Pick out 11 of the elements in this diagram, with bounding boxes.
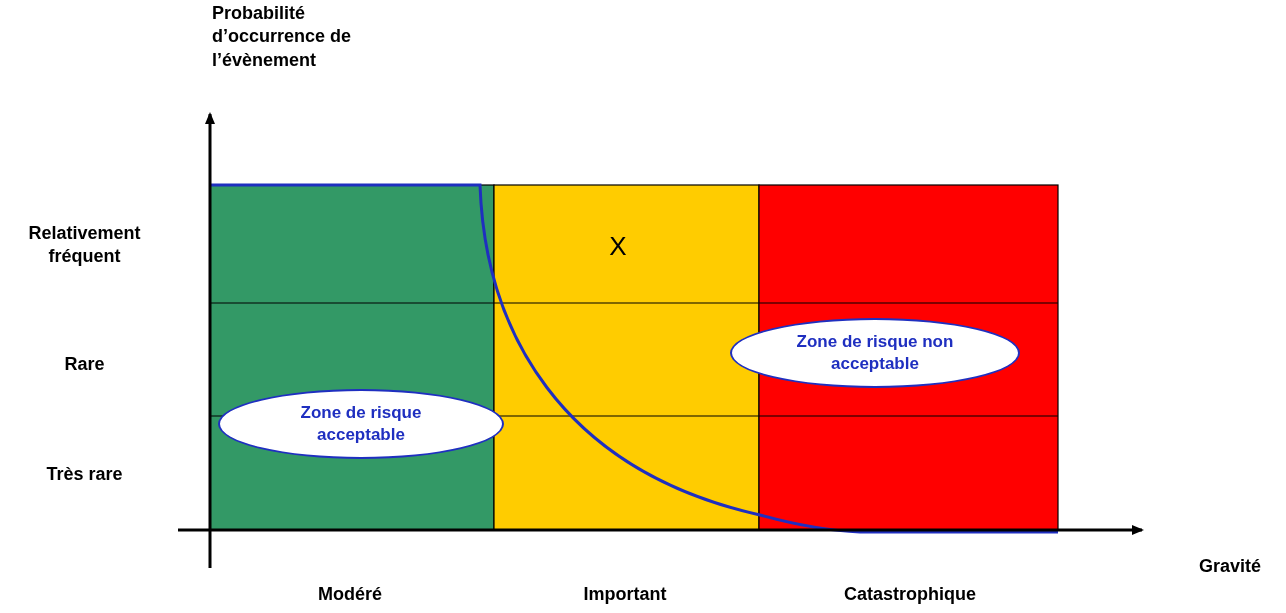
column-label: Catastrophique [843,583,977,606]
row-label: Rare [63,353,106,376]
column-label: Important [582,583,668,606]
row-label: Relativement fréquent [27,222,142,269]
risk-marker: X [608,230,628,263]
zone-label: Zone de risque acceptable [299,401,423,446]
zone-label: Zone de risque non acceptable [795,330,955,375]
row-label: Très rare [45,463,124,486]
axis-title: Probabilité d’occurrence de l’évènement [212,2,353,72]
column-label: Modéré [317,583,383,606]
axis-title: Gravité [1197,555,1262,578]
